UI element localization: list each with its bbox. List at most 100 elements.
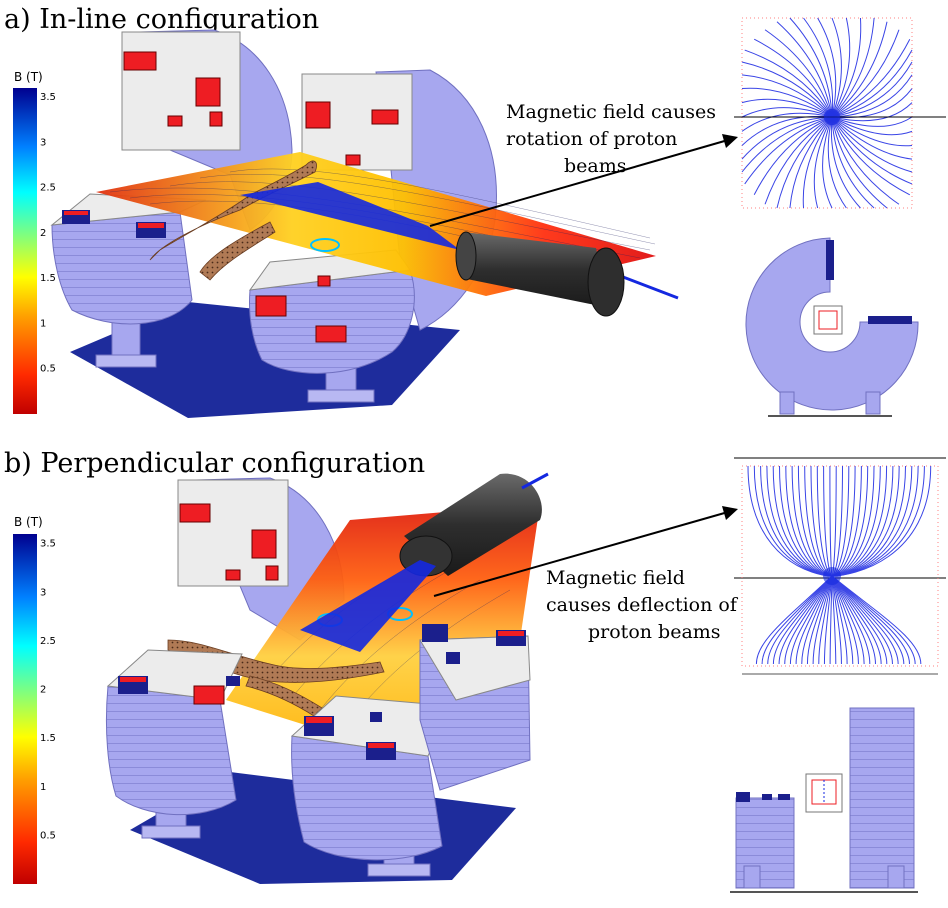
colorbar-b-gradient [13, 534, 37, 884]
field-line [741, 116, 833, 160]
colorbar-tick-label: 3.5 [40, 539, 56, 550]
field-line [744, 116, 833, 185]
field-line [831, 102, 913, 122]
field-line [817, 17, 837, 118]
field-line [776, 21, 833, 118]
colorbar-a: B (T) 3.532.521.510.5 [13, 70, 56, 414]
nozzle-a [455, 231, 625, 317]
annotation-b-line-2: causes deflection of [546, 594, 739, 616]
colorbar-tick-label: 0.5 [40, 364, 56, 375]
support-foot [367, 863, 431, 877]
field-line [831, 116, 911, 196]
field-line [785, 465, 833, 665]
colorbar-tick-label: 3.5 [40, 92, 56, 103]
field-line [813, 116, 833, 209]
field-line [831, 116, 913, 136]
annotation-b-line-1: Magnetic field [546, 567, 685, 589]
field-line [803, 17, 834, 118]
field-line [741, 112, 833, 132]
field-line [831, 116, 913, 160]
annotation-a-line-3: beams [564, 155, 627, 177]
panel-a: a) In-line configuration B (T) 3.532.521… [4, 4, 946, 418]
field-line [831, 38, 911, 118]
field-line [831, 465, 837, 665]
field-line [764, 116, 833, 205]
annotation-b-arrowhead [722, 506, 738, 520]
field-line [789, 17, 833, 118]
colorbar-tick-label: 1 [40, 782, 46, 793]
proton-beam-b [300, 560, 436, 652]
field-line [831, 116, 913, 173]
colorbar-a-ticks: 3.532.521.510.5 [40, 92, 56, 375]
inset-b-magnet [730, 707, 918, 893]
field-line [831, 88, 913, 119]
colorbar-tick-label: 2 [40, 685, 46, 696]
patient-a-leg [199, 221, 276, 281]
field-line [831, 17, 851, 118]
field-line [831, 49, 913, 118]
colorbar-b: B (T) 3.5 3 2.5 2 1.5 1 0.5 [13, 515, 56, 884]
annotation-a-line-2: rotation of proton [506, 128, 677, 150]
colorbar-tick-label: 2.5 [40, 636, 56, 647]
field-line [831, 21, 888, 118]
colorbar-tick-label: 3 [40, 137, 46, 148]
field-line [753, 38, 833, 118]
field-hotspot [310, 238, 340, 252]
field-line [831, 61, 913, 118]
panel-b: b) Perpendicular configuration B (T) 3.5… [4, 448, 946, 893]
panel-b-title: b) Perpendicular configuration [4, 448, 425, 479]
magnet-rear-right-b [419, 624, 531, 791]
field-line [831, 74, 913, 118]
magnet-left-b [105, 649, 243, 816]
field-line [741, 98, 833, 118]
field-line [741, 61, 833, 118]
field-line [831, 116, 875, 209]
field-line [829, 465, 833, 665]
field-line [822, 116, 833, 209]
field-line [830, 116, 861, 209]
colorbar-b-ticks: 3.5 3 2.5 2 1.5 1 0.5 [40, 539, 56, 842]
annotation-a: Magnetic field causes rotation of proton… [429, 101, 738, 227]
colorbar-a-gradient [13, 88, 37, 414]
annotation-b-arrow [433, 511, 729, 597]
colorbar-tick-label: 1.5 [40, 733, 56, 744]
magnet-right-b [290, 695, 453, 861]
colorbar-tick-label: 3 [40, 587, 46, 598]
field-line [827, 116, 847, 209]
field-line [747, 465, 834, 665]
field-line [831, 17, 875, 118]
field-line [741, 87, 833, 118]
annotation-a-arrowhead [722, 134, 738, 148]
field-line [831, 116, 913, 147]
field-line [831, 29, 900, 118]
colorbar-tick-label: 0.5 [40, 830, 56, 841]
colorbar-tick-label: 1.5 [40, 273, 56, 284]
annotation-a-line-1: Magnetic field causes [506, 101, 716, 123]
magnet-right-a [248, 69, 497, 374]
field-line [741, 74, 833, 118]
field-line [831, 116, 913, 127]
field-line [802, 116, 833, 209]
field-line [744, 49, 833, 118]
field-line [831, 116, 888, 209]
patient-a [149, 160, 317, 261]
field-line [831, 17, 862, 118]
annotation-b: Magnetic field causes deflection of prot… [433, 506, 739, 643]
annotation-b-line-3: proton beams [588, 621, 721, 643]
annotation-a-arrow [429, 139, 729, 227]
field-line [741, 115, 833, 146]
panel-a-title: a) In-line configuration [4, 4, 319, 35]
field-line [789, 116, 833, 209]
support-foot [141, 825, 201, 839]
field-line [831, 17, 842, 118]
field-line [831, 116, 900, 205]
proton-beam-a [240, 182, 460, 250]
colorbar-b-title: B (T) [14, 515, 43, 529]
inset-a-field [734, 17, 946, 209]
inset-b-field [734, 457, 946, 675]
field-line [741, 116, 833, 173]
field-line [764, 29, 833, 118]
colorbar-tick-label: 2.5 [40, 183, 56, 194]
colorbar-a-title: B (T) [14, 70, 43, 84]
